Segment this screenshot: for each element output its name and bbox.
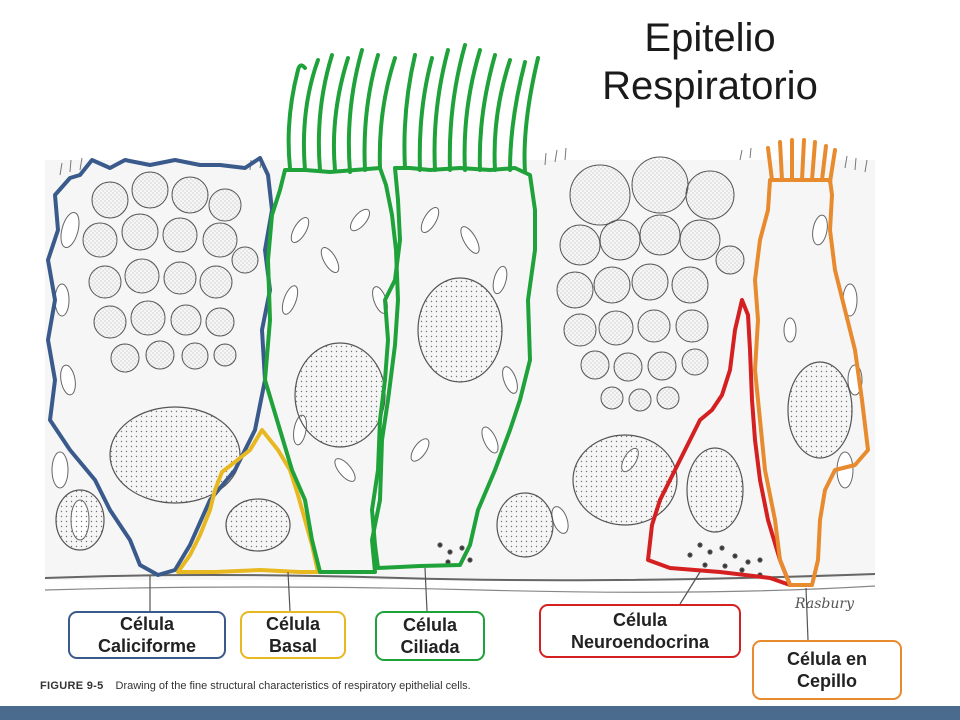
tissue-drawing <box>44 147 876 593</box>
label-celula-en-cepillo: Célula en Cepillo <box>752 640 902 700</box>
figure-number: FIGURE 9-5 <box>40 680 104 692</box>
slide-title: Epitelio Respiratorio <box>560 14 860 110</box>
label-celula-neuroendocrina: Célula Neuroendocrina <box>539 604 741 658</box>
bottom-bar <box>0 706 960 720</box>
label-line-1: Célula <box>265 614 321 634</box>
neuroendocrine-cell-outline <box>646 298 792 587</box>
label-celula-ciliada: Célula Ciliada <box>375 611 485 661</box>
label-line-1: Célula <box>402 615 458 635</box>
label-line-1: Célula <box>119 614 175 634</box>
label-line-2: Caliciforme <box>97 636 197 656</box>
label-line-2: Ciliada <box>400 637 460 657</box>
label-celula-basal: Célula Basal <box>240 611 346 659</box>
leader-lines <box>149 567 809 641</box>
label-line-2: Basal <box>268 636 318 656</box>
label-line-2: Neuroendocrina <box>570 632 710 652</box>
figure-caption-text: Drawing of the fine structural character… <box>115 680 471 692</box>
cilia <box>286 43 540 174</box>
ciliated-cell-outline-1 <box>263 166 400 574</box>
basal-cell-outline <box>176 428 320 574</box>
label-line-1: Célula <box>612 610 668 630</box>
artist-signature: Rasbury <box>794 596 855 612</box>
label-line-1: Célula en <box>786 649 868 669</box>
goblet-cell-outline <box>46 156 274 577</box>
brush-microvilli <box>766 138 837 184</box>
label-line-2: Cepillo <box>796 671 857 691</box>
figure-caption: FIGURE 9-5 Drawing of the fine structural… <box>40 680 471 692</box>
brush-cell-outline <box>753 178 870 587</box>
title-line-2: Respiratorio <box>602 64 818 108</box>
title-line-1: Epitelio <box>644 16 776 60</box>
label-celula-caliciforme: Célula Caliciforme <box>68 611 226 659</box>
